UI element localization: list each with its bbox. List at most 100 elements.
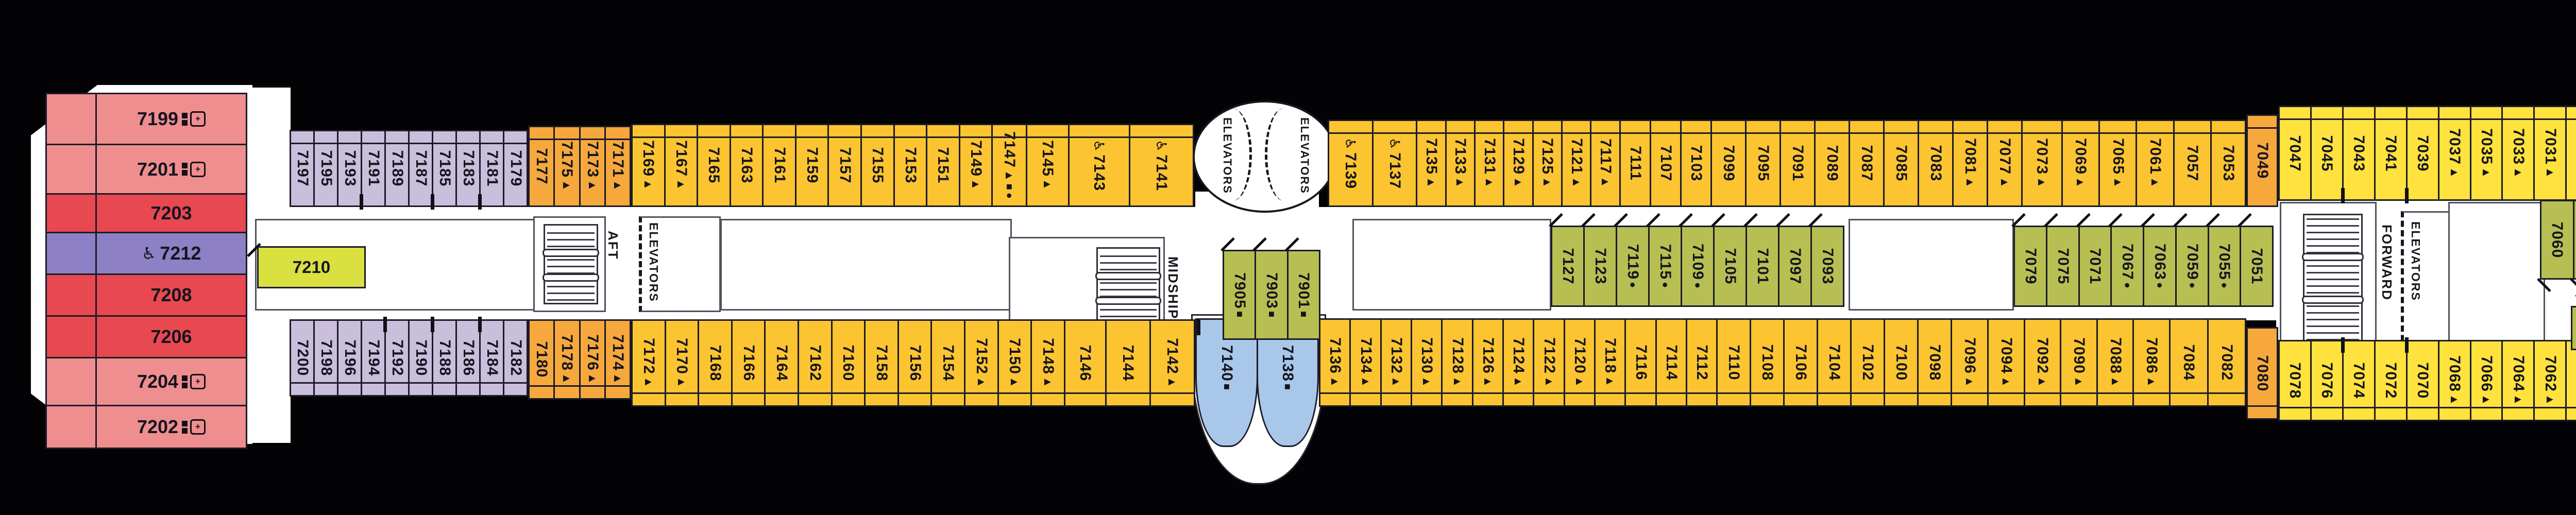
cabin-7058[interactable]: 7058 xyxy=(2569,200,2576,293)
cabin-7198[interactable]: 7198 xyxy=(313,319,338,397)
cabin-7085[interactable]: 7085 xyxy=(1883,119,1919,207)
cabin-7084[interactable]: 7084 xyxy=(2169,318,2209,407)
cabin-7123[interactable]: 7123 xyxy=(1581,213,1617,307)
cabin-7077[interactable]: 7077▲ xyxy=(1986,119,2023,207)
cabin-7160[interactable]: 7160 xyxy=(831,319,866,407)
cabin-7062[interactable]: 7062▲ xyxy=(2533,340,2567,421)
cabin-7154[interactable]: 7154 xyxy=(930,319,965,407)
cabin-7107[interactable]: 7107 xyxy=(1649,119,1682,207)
cabin-7055[interactable]: 7055● xyxy=(2205,213,2242,307)
cabin-7139[interactable]: ♿7139 xyxy=(1328,119,1374,207)
cabin-7201[interactable]: 7201+ xyxy=(95,144,247,195)
cabin-7043[interactable]: 7043 xyxy=(2342,106,2376,201)
cabin-7096[interactable]: 7096▲ xyxy=(1951,318,1989,407)
cabin-7146[interactable]: 7146 xyxy=(1063,319,1107,407)
cabin-7159[interactable]: 7159 xyxy=(794,124,829,207)
cabin-7152[interactable]: 7152▲ xyxy=(963,319,999,407)
cabin-7203[interactable]: 7203 xyxy=(95,193,247,233)
cabin-7105[interactable]: 7105 xyxy=(1711,213,1747,307)
cabin-7070[interactable]: 7070 xyxy=(2405,340,2439,421)
cabin-7142[interactable]: 7142▲ xyxy=(1149,319,1196,407)
cabin-7188[interactable]: 7188 xyxy=(432,319,457,397)
cabin-7081[interactable]: 7081▲ xyxy=(1952,119,1988,207)
cabin-7073[interactable]: 7073▲ xyxy=(2021,119,2063,207)
cabin-7061[interactable]: 7061▲ xyxy=(2136,119,2175,207)
cabin-7187[interactable]: 7187 xyxy=(408,130,434,210)
cabin-7185[interactable]: 7185 xyxy=(432,130,457,207)
cabin-7132[interactable]: 7132▲ xyxy=(1380,318,1413,407)
cabin-7083[interactable]: 7083 xyxy=(1917,119,1954,207)
cabin-7116[interactable]: 7116 xyxy=(1624,318,1657,407)
cabin-7127[interactable]: 7127 xyxy=(1549,213,1585,307)
cabin-7079[interactable]: 7079 xyxy=(2011,213,2047,307)
cabin-7165[interactable]: 7165 xyxy=(697,124,731,207)
cabin-7150[interactable]: 7150▲ xyxy=(997,319,1032,407)
cabin-7093[interactable]: 7093 xyxy=(1808,213,1844,307)
cabin-7182[interactable]: 7182 xyxy=(503,319,528,397)
cabin-7045[interactable]: 7045 xyxy=(2310,106,2345,203)
cabin-7071[interactable]: 7071 xyxy=(2076,213,2112,307)
cabin-7136[interactable]: 7136▲ xyxy=(1319,318,1351,407)
cabin-7056[interactable]: 7056 xyxy=(2571,294,2576,350)
cabin-7179[interactable]: 7179 xyxy=(503,130,528,207)
cabin-7161[interactable]: 7161 xyxy=(762,124,796,207)
cabin-7206[interactable]: 7206 xyxy=(95,315,247,358)
cabin-7191[interactable]: 7191 xyxy=(361,130,386,207)
cabin-7097[interactable]: 7097 xyxy=(1776,213,1812,307)
cabin-7186[interactable]: 7186 xyxy=(455,317,482,397)
cabin-7111[interactable]: 7111 xyxy=(1619,119,1651,207)
cabin-7063[interactable]: 7063● xyxy=(2141,213,2177,307)
cabin-7106[interactable]: 7106 xyxy=(1783,318,1819,407)
cabin-7047[interactable]: 7047 xyxy=(2278,106,2312,201)
cabin-7194[interactable]: 7194 xyxy=(361,317,387,397)
cabin-7129[interactable]: 7129▲ xyxy=(1503,119,1534,207)
cabin-7069[interactable]: 7069▲ xyxy=(2061,119,2100,207)
cabin-7120[interactable]: 7120▲ xyxy=(1563,318,1596,407)
cabin-7117[interactable]: 7117▲ xyxy=(1590,119,1621,207)
cabin-7095[interactable]: 7095 xyxy=(1744,119,1781,207)
cabin-7162[interactable]: 7162 xyxy=(797,319,833,407)
cabin-7144[interactable]: 7144 xyxy=(1105,319,1151,407)
cabin-7210[interactable]: 7210 xyxy=(247,243,366,288)
cabin-7026[interactable]: 7026▲ xyxy=(2565,340,2576,421)
cabin-7064[interactable]: 7064▲ xyxy=(2501,340,2535,421)
cabin-7086[interactable]: 7086▲ xyxy=(2132,318,2171,407)
cabin-7099[interactable]: 7099 xyxy=(1710,119,1747,207)
cabin-7109[interactable]: 7109● xyxy=(1679,213,1715,307)
cabin-7204[interactable]: 7204+ xyxy=(95,357,247,406)
cabin-7072[interactable]: 7072 xyxy=(2374,337,2409,421)
cabin-7168[interactable]: 7168 xyxy=(698,319,733,407)
cabin-7170[interactable]: 7170▲ xyxy=(664,319,700,407)
cabin-7169[interactable]: 7169▲ xyxy=(631,124,666,207)
cabin-7202[interactable]: 7202+ xyxy=(95,405,247,449)
cabin-7067[interactable]: 7067● xyxy=(2108,213,2144,307)
cabin-7074[interactable]: 7074 xyxy=(2342,340,2376,421)
cabin-7053[interactable]: 7053 xyxy=(2210,119,2247,207)
cabin-7114[interactable]: 7114 xyxy=(1655,318,1688,407)
cabin-7121[interactable]: 7121▲ xyxy=(1561,119,1592,207)
cabin-7094[interactable]: 7094▲ xyxy=(1987,318,2025,407)
cabin-7122[interactable]: 7122▲ xyxy=(1533,318,1565,407)
cabin-7029[interactable]: 7029▲ xyxy=(2565,106,2576,201)
cabin-7173[interactable]: 7173▲ xyxy=(579,126,606,207)
cabin-7092[interactable]: 7092▲ xyxy=(2023,318,2062,407)
cabin-7193[interactable]: 7193 xyxy=(337,130,363,210)
cabin-7176[interactable]: 7176▲ xyxy=(579,319,606,400)
cabin-7098[interactable]: 7098 xyxy=(1917,318,1953,407)
cabin-7183[interactable]: 7183 xyxy=(455,130,482,210)
cabin-7171[interactable]: 7171▲ xyxy=(604,126,631,207)
cabin-7091[interactable]: 7091 xyxy=(1779,119,1816,207)
cabin-7103[interactable]: 7103 xyxy=(1680,119,1712,207)
cabin-7149[interactable]: 7149▲ xyxy=(958,124,993,207)
cabin-7197[interactable]: 7197 xyxy=(290,130,315,207)
cabin-7039[interactable]: 7039 xyxy=(2405,106,2439,201)
cabin-7049[interactable]: 7049 xyxy=(2246,114,2278,207)
cabin-7192[interactable]: 7192 xyxy=(384,319,410,397)
cabin-7180[interactable]: 7180 xyxy=(528,319,555,400)
cabin-7076[interactable]: 7076 xyxy=(2310,337,2345,421)
cabin-7190[interactable]: 7190 xyxy=(408,317,434,397)
cabin-7200[interactable]: 7200 xyxy=(290,319,315,397)
cabin-7082[interactable]: 7082 xyxy=(2207,318,2246,407)
cabin-7080[interactable]: 7080 xyxy=(2246,327,2278,420)
cabin-7118[interactable]: 7118▲ xyxy=(1594,318,1626,407)
